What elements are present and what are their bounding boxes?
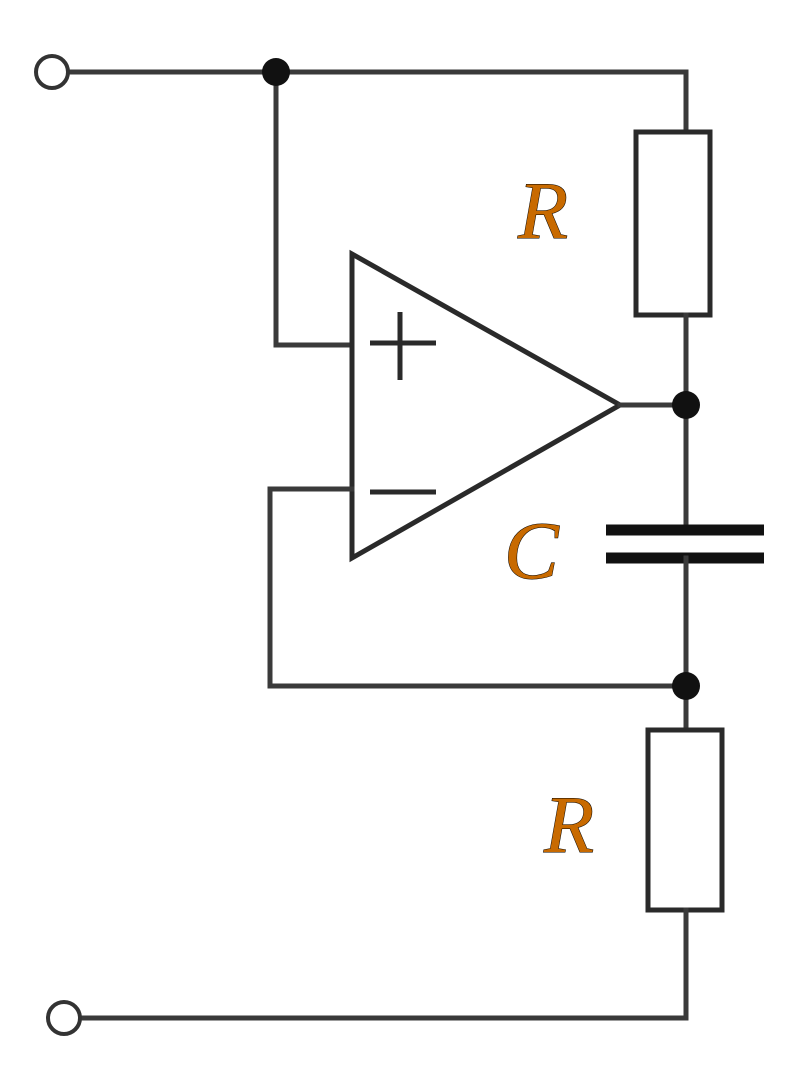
junction-dot-feedback	[672, 672, 700, 700]
minus-input-wire	[267, 486, 689, 689]
opamp-triangle	[349, 249, 626, 563]
terminal-top	[34, 54, 70, 90]
plus-input-wire	[273, 69, 355, 348]
resistor-top	[633, 129, 713, 318]
junction-dot-top	[262, 58, 290, 86]
resistor-top-label: R	[517, 165, 568, 256]
junction-dot-output	[672, 391, 700, 419]
resistor-bottom	[645, 727, 725, 913]
bottom-rail-wire	[77, 907, 689, 1021]
plus-sign-icon	[370, 312, 436, 380]
resistor-bottom-label: R	[543, 779, 594, 870]
top-rail-wire	[65, 69, 689, 135]
terminal-bottom	[46, 1000, 82, 1036]
capacitor-label: C	[504, 505, 560, 596]
